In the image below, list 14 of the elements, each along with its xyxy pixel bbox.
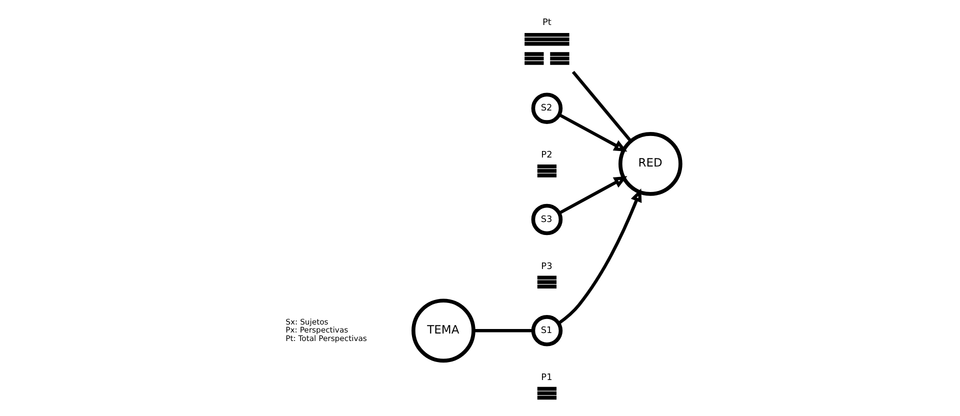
node-circle: S3: [530, 204, 562, 236]
node-label: P1: [540, 372, 552, 383]
node-circle: S2: [530, 92, 562, 124]
node-label: P3: [540, 262, 552, 272]
connector: [571, 70, 632, 142]
node-circle: TEMA: [411, 298, 475, 363]
node-circle: S1: [530, 315, 562, 346]
arrow: [558, 113, 627, 152]
node-label: Pt: [542, 18, 551, 28]
node-label: P2: [540, 150, 552, 161]
node-circle: RED: [618, 132, 682, 196]
connector: [473, 329, 533, 332]
arrow: [557, 188, 642, 325]
arrow: [558, 176, 627, 215]
